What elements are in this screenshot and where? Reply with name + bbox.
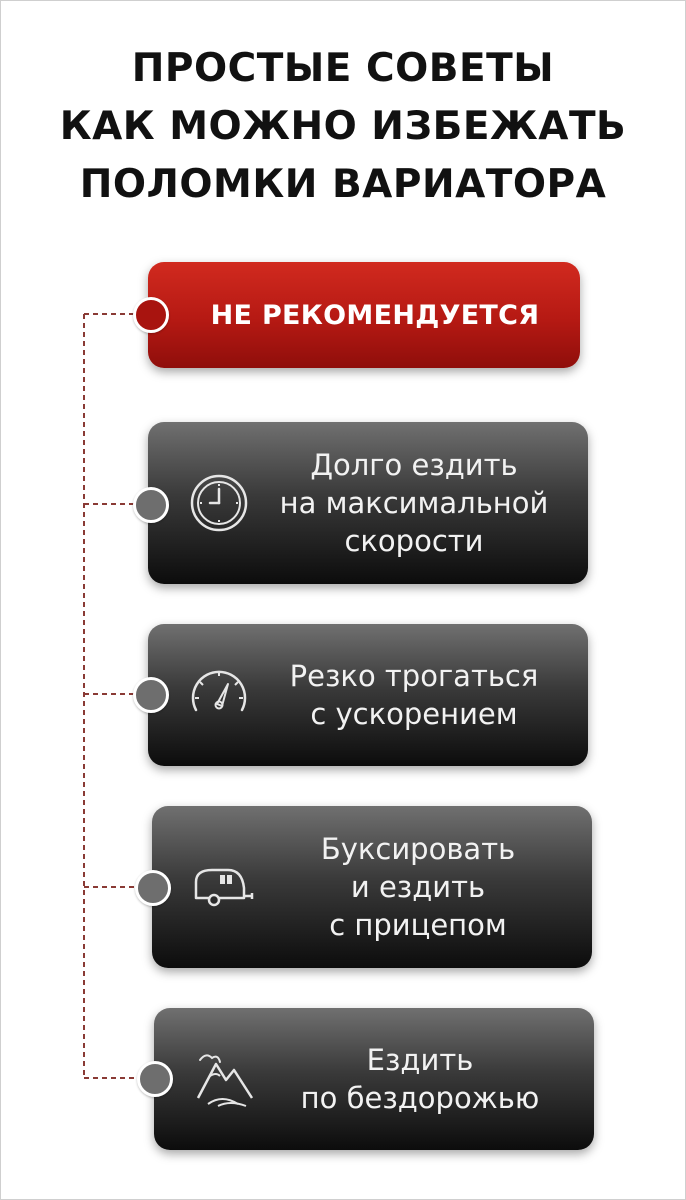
not-recommended-card: НЕ РЕКОМЕНДУЕТСЯ: [148, 262, 580, 368]
speedometer-icon: [186, 662, 252, 728]
not-recommended-label: НЕ РЕКОМЕНДУЕТСЯ: [210, 299, 540, 331]
timeline-dot-3: [135, 870, 171, 906]
title-line-2: КАК МОЖНО ИЗБЕЖАТЬ: [59, 104, 627, 149]
timeline-dot-2: [133, 677, 169, 713]
tip-line: скорости: [344, 524, 484, 558]
title-line-1: ПРОСТЫЕ СОВЕТЫ: [131, 46, 555, 91]
tip-line: и ездить: [350, 870, 486, 904]
tip-line: Ездить: [366, 1043, 474, 1077]
tip-text-sharp-start: Резко трогаться с ускорением: [258, 624, 570, 766]
tip-line: с прицепом: [329, 908, 507, 942]
tip-card-max-speed: Долго ездить на максимальной скорости: [148, 422, 588, 584]
timeline-dot-1: [133, 487, 169, 523]
clock-icon: [186, 470, 252, 536]
tip-line: на максимальной: [279, 486, 549, 520]
tip-text-trailer: Буксировать и ездить с прицепом: [262, 806, 574, 968]
tip-card-trailer: Буксировать и ездить с прицепом: [152, 806, 592, 968]
trailer-icon: [190, 854, 256, 920]
tip-card-sharp-start: Резко трогаться с ускорением: [148, 624, 588, 766]
tip-text-offroad: Ездить по бездорожью: [264, 1008, 576, 1150]
tip-card-offroad: Ездить по бездорожью: [154, 1008, 594, 1150]
tip-line: Буксировать: [320, 832, 516, 866]
timeline-dot-header: [133, 297, 169, 333]
page-title: ПРОСТЫЕ СОВЕТЫ КАК МОЖНО ИЗБЕЖАТЬ ПОЛОМК…: [0, 40, 686, 214]
title-line-3: ПОЛОМКИ ВАРИАТОРА: [79, 162, 607, 207]
tip-line: с ускорением: [310, 697, 518, 731]
timeline-dot-4: [137, 1061, 173, 1097]
tip-text-max-speed: Долго ездить на максимальной скорости: [258, 422, 570, 584]
tip-line: Долго ездить: [310, 448, 518, 482]
tip-line: по бездорожью: [300, 1081, 540, 1115]
mountains-icon: [192, 1046, 258, 1112]
tip-line: Резко трогаться: [289, 659, 539, 693]
